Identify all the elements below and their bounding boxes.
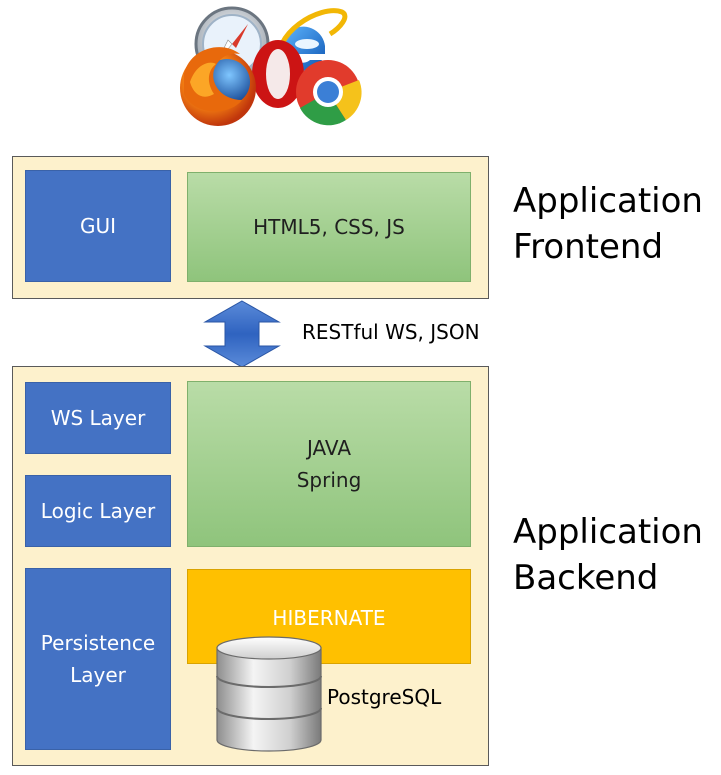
ws-layer-box: WS Layer: [25, 382, 171, 454]
backend-title-line2: Backend: [513, 558, 659, 598]
backend-title-line1: Application: [513, 512, 703, 552]
gui-box: GUI: [25, 170, 171, 282]
frontend-title-line2: Frontend: [513, 227, 664, 267]
chrome-icon: [296, 60, 362, 126]
frontend-title: Application Frontend: [513, 178, 703, 270]
logic-layer-box: Logic Layer: [25, 475, 171, 547]
logic-layer-label: Logic Layer: [40, 499, 156, 523]
database-icon: [213, 636, 325, 754]
java-label: JAVA: [306, 436, 352, 460]
connector-label: RESTful WS, JSON: [302, 320, 480, 344]
backend-title: Application Backend: [513, 509, 703, 601]
bidirectional-arrow-icon: [203, 300, 281, 368]
opera-icon: [252, 40, 304, 108]
persistence-label-line2: Layer: [70, 663, 126, 687]
backend-tech-box: JAVA Spring: [187, 381, 471, 547]
firefox-icon: [180, 47, 256, 126]
database-label: PostgreSQL: [327, 685, 442, 709]
ws-layer-label: WS Layer: [50, 406, 146, 430]
gui-label: GUI: [79, 214, 117, 238]
frontend-title-line1: Application: [513, 181, 703, 221]
hibernate-label: HIBERNATE: [272, 606, 386, 630]
frontend-tech-label: HTML5, CSS, JS: [253, 215, 405, 239]
persistence-layer-box: Persistence Layer: [25, 568, 171, 750]
frontend-tech-box: HTML5, CSS, JS: [187, 172, 471, 282]
persistence-label-line1: Persistence: [40, 631, 156, 655]
browser-logos: [170, 4, 370, 130]
spring-label: Spring: [296, 468, 362, 492]
